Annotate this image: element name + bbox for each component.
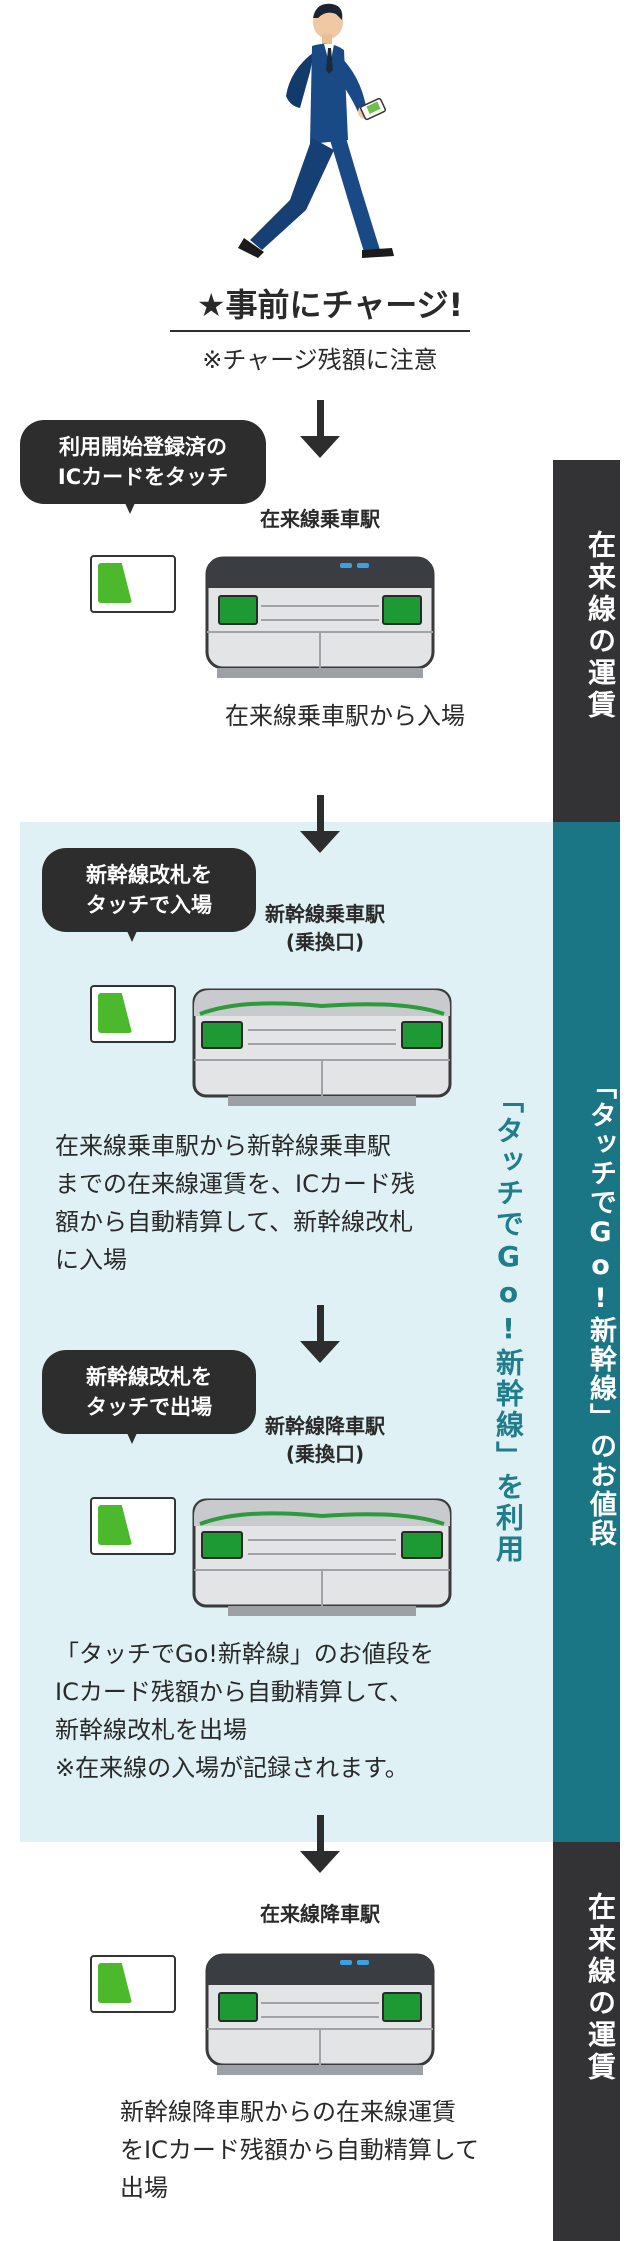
sidebar-local-fare-top-label: 在来線の運賃	[584, 530, 617, 722]
step3-description-line2: ICカード残額から自動精算して、	[55, 1678, 413, 1706]
step1-description-line1: 在来線乗車駅から入場	[225, 702, 465, 730]
step2-bubble-line2: タッチで入場	[86, 893, 212, 917]
arrow-down-icon	[317, 795, 324, 833]
step4-description-line2: をICカード残額から自動精算して	[120, 2136, 480, 2164]
step1-bubble-line2: ICカードをタッチ	[57, 465, 229, 489]
step4-description: 新幹線降車駅からの在来線運賃 をICカード残額から自動精算して 出場	[120, 2093, 530, 2207]
sidebar-shinkansen-fare-label: 「タッチでGo!新幹線」のお値段	[585, 1072, 616, 1548]
step3-station-line1: 新幹線降車駅	[265, 1414, 385, 1438]
step2-bubble-tail	[122, 920, 142, 942]
sidebar-shinkansen-fare: 「タッチでGo!新幹線」のお値段	[553, 822, 620, 1842]
ticket-gate-icon	[205, 556, 435, 678]
arrow-down-icon-head	[300, 831, 340, 853]
step2-description-line4: に入場	[55, 1246, 127, 1274]
ic-card-icon	[90, 1955, 176, 2013]
step3-bubble: 新幹線改札を タッチで出場	[42, 1350, 256, 1434]
header-note: ※チャージ残額に注意	[202, 346, 438, 374]
arrow-down-icon-head	[300, 1341, 340, 1363]
step2-description-line3: 額から自動精算して、新幹線改札	[55, 1208, 414, 1236]
step2-station-line1: 新幹線乗車駅	[265, 902, 385, 926]
sidebar-local-fare-bottom-label: 在来線の運賃	[584, 1892, 617, 2084]
step2-description: 在来線乗車駅から新幹線乗車駅 までの在来線運賃を、ICカード残 額から自動精算し…	[55, 1127, 485, 1279]
shinkansen-gate-icon	[192, 1498, 452, 1616]
step3-description: 「タッチでGo!新幹線」のお値段を ICカード残額から自動精算して、 新幹線改札…	[55, 1635, 485, 1787]
arrow-down-icon-head	[300, 436, 340, 458]
step4-description-line1: 新幹線降車駅からの在来線運賃	[120, 2098, 456, 2126]
panel-vertical-label: 「タッチでGo!新幹線」を利用	[492, 1085, 525, 1565]
step2-station-line2: (乗換口)	[285, 930, 365, 954]
step3-bubble-tail	[122, 1422, 142, 1444]
step3-station-line2: (乗換口)	[285, 1442, 365, 1466]
ticket-gate-icon	[205, 1953, 435, 2075]
step2-description-line1: 在来線乗車駅から新幹線乗車駅	[55, 1132, 391, 1160]
ic-card-icon	[90, 985, 176, 1043]
step2-description-line2: までの在来線運賃を、ICカード残	[55, 1170, 415, 1198]
arrow-down-icon	[317, 1305, 324, 1343]
step1-description: 在来線乗車駅から入場	[180, 697, 510, 735]
header-title: ★事前にチャージ!	[196, 286, 464, 324]
step1-station-line1: 在来線乗車駅	[260, 507, 380, 531]
step3-station: 新幹線降車駅 (乗換口)	[225, 1412, 425, 1468]
step3-bubble-line1: 新幹線改札を	[86, 1365, 212, 1389]
step1-bubble-line1: 利用開始登録済の	[59, 435, 227, 459]
step2-bubble-line1: 新幹線改札を	[86, 863, 212, 887]
ic-card-icon	[90, 1497, 176, 1555]
step1-station: 在来線乗車駅	[220, 505, 420, 533]
header-divider	[170, 330, 470, 332]
step1-bubble: 利用開始登録済の ICカードをタッチ	[20, 420, 266, 504]
step4-station-line1: 在来線降車駅	[260, 1902, 380, 1926]
arrow-down-icon-head	[300, 1851, 340, 1873]
step2-bubble: 新幹線改札を タッチで入場	[42, 848, 256, 932]
arrow-down-icon	[317, 400, 324, 438]
step3-description-line3: 新幹線改札を出場	[55, 1716, 247, 1744]
step3-description-line1: 「タッチでGo!新幹線」のお値段を	[55, 1640, 434, 1668]
walking-businessman-icon	[238, 3, 394, 258]
step2-station: 新幹線乗車駅 (乗換口)	[225, 900, 425, 956]
arrow-down-icon	[317, 1815, 324, 1853]
step4-station: 在来線降車駅	[220, 1900, 420, 1928]
sidebar-local-fare-bottom: 在来線の運賃	[553, 1842, 620, 2241]
sidebar-local-fare-top: 在来線の運賃	[553, 460, 620, 822]
step1-bubble-tail	[120, 492, 140, 514]
shinkansen-gate-icon	[192, 988, 452, 1106]
step4-description-line3: 出場	[120, 2174, 168, 2202]
step3-description-line4: ※在来線の入場が記録されます。	[55, 1754, 409, 1782]
step3-bubble-line2: タッチで出場	[86, 1395, 212, 1419]
ic-card-icon	[90, 555, 176, 613]
